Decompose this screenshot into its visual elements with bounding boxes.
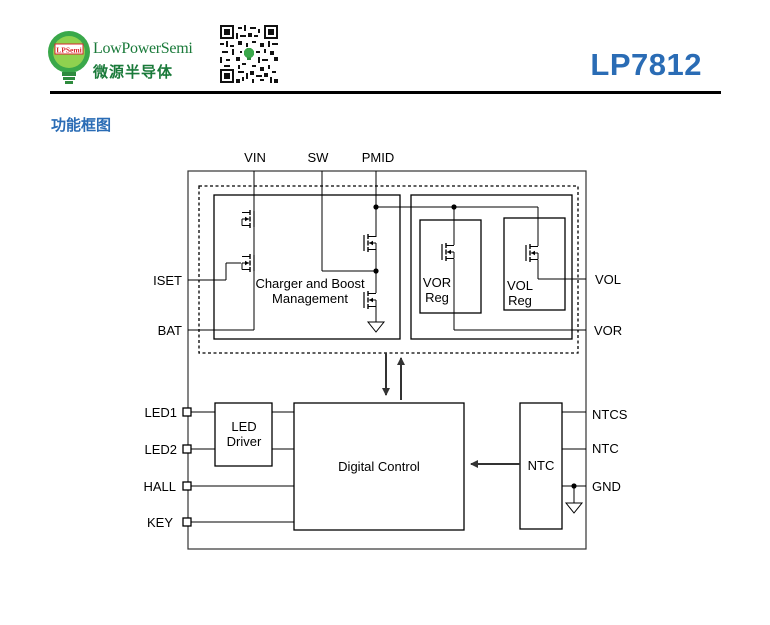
- vol-reg-label-line2: Reg: [508, 293, 532, 308]
- header: LPSemi LowPowerSemi 微源半导体 LP7812: [0, 0, 770, 134]
- logo-badge-text: LPSemi: [56, 46, 81, 55]
- mosfet-vin-lower: [241, 253, 255, 273]
- logo-name-en: LowPowerSemi: [93, 40, 193, 57]
- pin-gnd: GND: [592, 479, 621, 494]
- pin-vin: VIN: [244, 150, 266, 165]
- vor-reg-block: [419, 219, 482, 314]
- ic-outline: [187, 170, 587, 550]
- ntc-block: [519, 402, 563, 530]
- pin-sw: SW: [308, 150, 330, 165]
- header-divider: [50, 91, 721, 94]
- junction-dots: [373, 204, 577, 489]
- vol-reg-label-line1: VOL: [507, 278, 533, 293]
- pin-hall: HALL: [143, 479, 176, 494]
- pin-squares: [182, 407, 192, 527]
- pin-iset: ISET: [153, 273, 182, 288]
- led-driver-block: [214, 402, 273, 467]
- ntc-block-label: NTC: [528, 458, 555, 473]
- qr-code-icon: [220, 25, 278, 83]
- logo-name-cn: 微源半导体: [93, 63, 174, 81]
- section-title: 功能框图: [51, 116, 112, 134]
- pin-led2: LED2: [144, 442, 177, 457]
- mosfet-vol: [525, 243, 539, 263]
- mosfet-pmid: [363, 233, 377, 253]
- pin-bat: BAT: [158, 323, 182, 338]
- pin-vol: VOL: [595, 272, 621, 287]
- ground-symbol-charger: [366, 321, 386, 333]
- led-driver-label-line2: Driver: [227, 434, 262, 449]
- regulator-block: [410, 194, 573, 340]
- vor-reg-label-line2: Reg: [425, 290, 449, 305]
- digital-control-label: Digital Control: [338, 459, 420, 474]
- part-number: LP7812: [590, 47, 702, 82]
- charger-label-line2: Management: [272, 291, 348, 306]
- led-driver-label-line1: LED: [231, 419, 256, 434]
- mosfet-vin-upper: [241, 209, 255, 229]
- wires: [188, 171, 586, 523]
- ground-symbol-gnd: [564, 502, 584, 514]
- digital-control-block: [293, 402, 465, 531]
- pin-led1: LED1: [144, 405, 177, 420]
- power-domain-dashed: [198, 185, 579, 354]
- pin-ntcs: NTCS: [592, 407, 628, 422]
- pin-pmid: PMID: [362, 150, 395, 165]
- vol-reg-block: [503, 217, 566, 311]
- pin-key: KEY: [147, 515, 173, 530]
- lpsemi-logo-icon: LPSemi: [48, 31, 90, 84]
- charger-label-line1: Charger and Boost: [255, 276, 365, 291]
- charger-block: [213, 194, 401, 340]
- pin-vor: VOR: [594, 323, 622, 338]
- vor-reg-label-line1: VOR: [423, 275, 451, 290]
- mosfet-vor: [441, 242, 455, 262]
- mosfet-sw-low: [363, 290, 377, 310]
- pin-ntc: NTC: [592, 441, 619, 456]
